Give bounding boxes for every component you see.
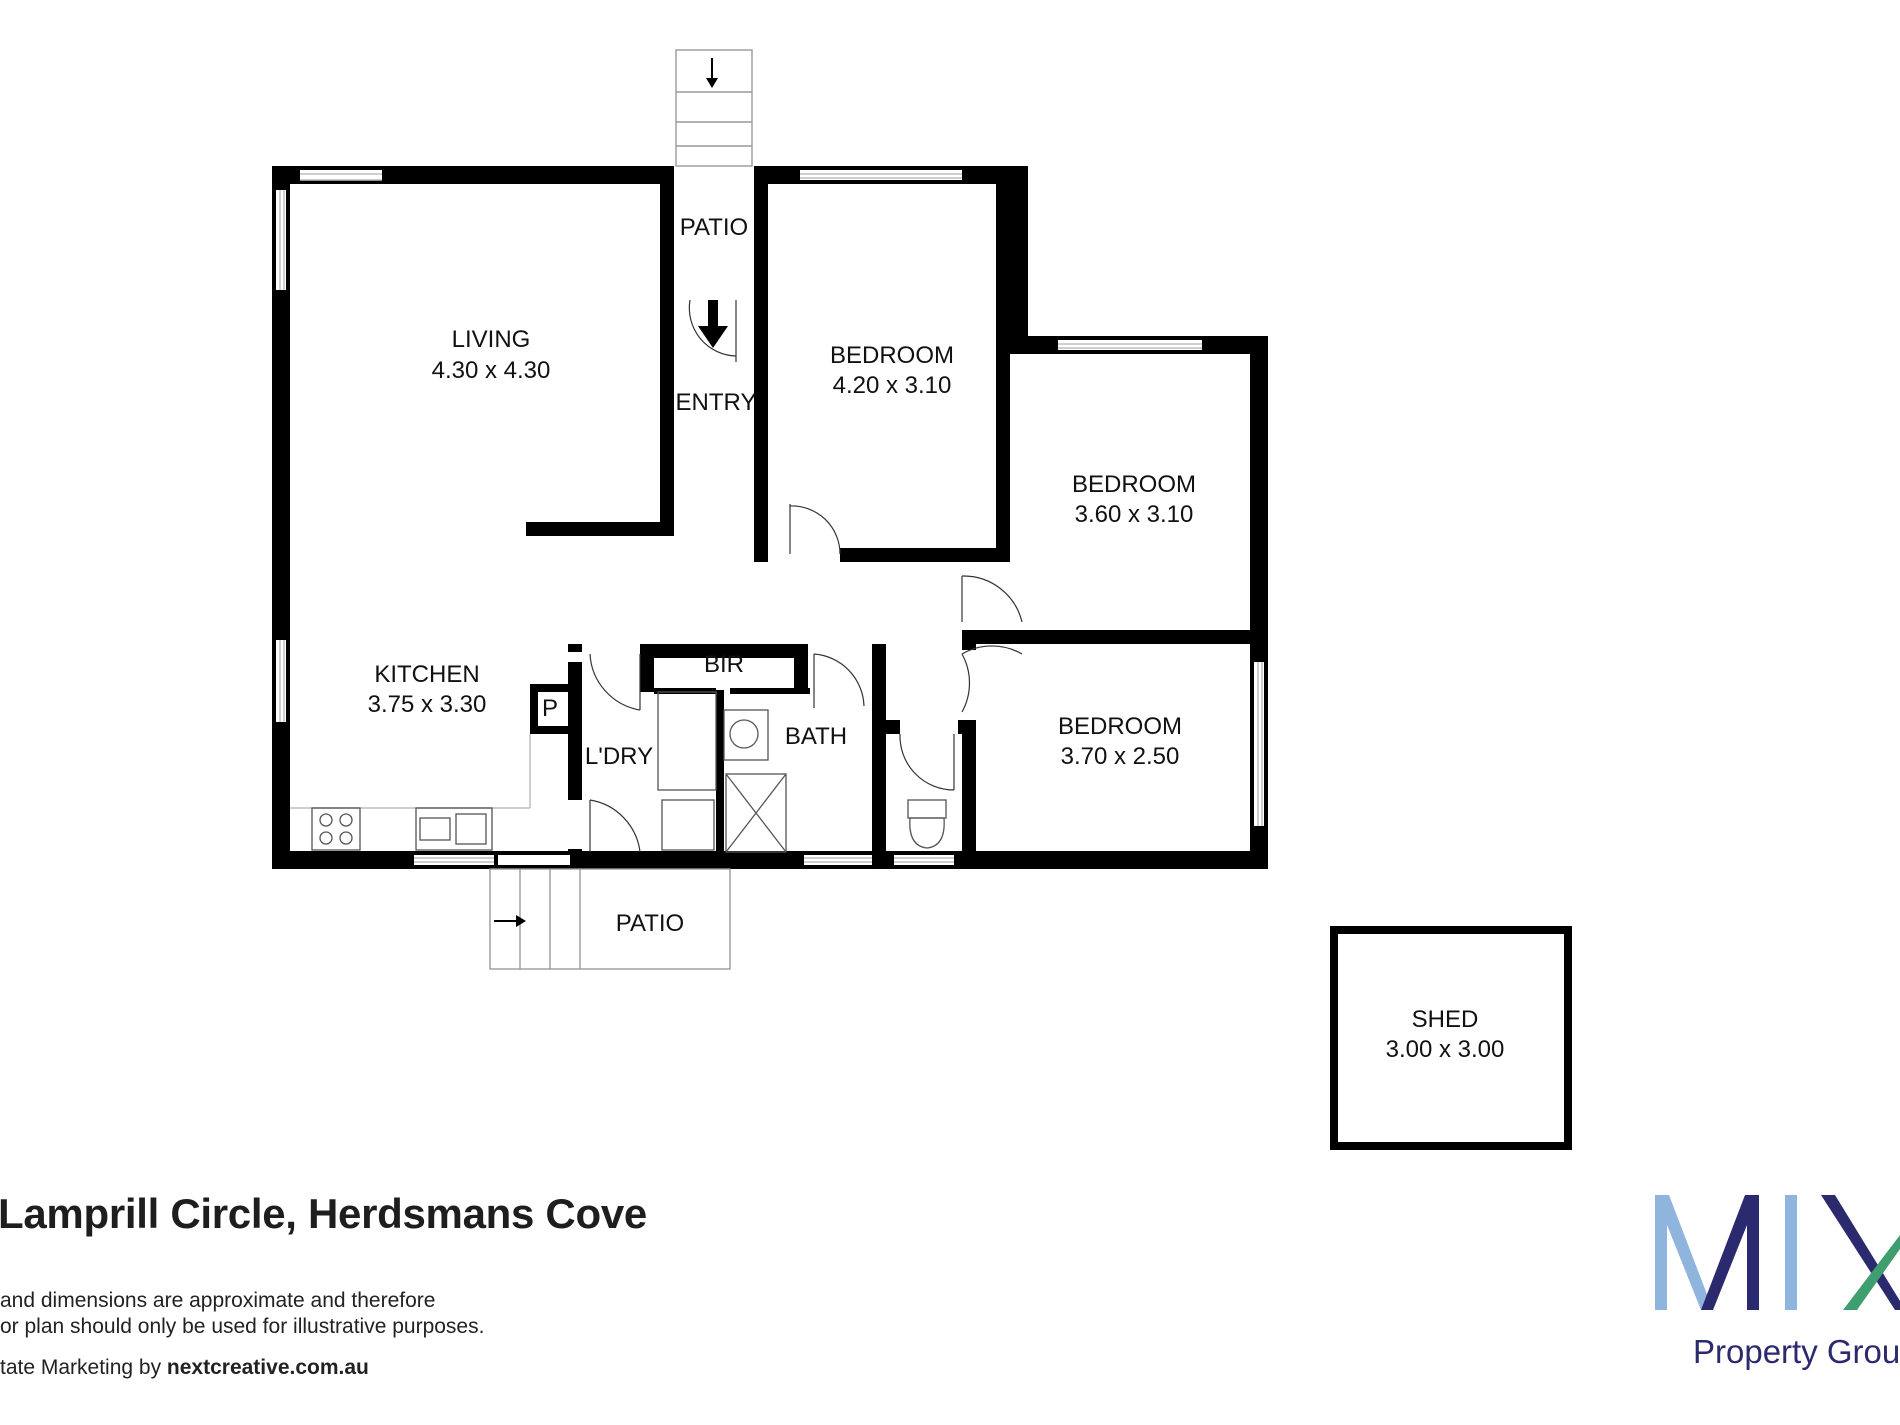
bedroom1-dims: 4.20 x 3.10	[833, 372, 952, 399]
living-dims: 4.30 x 4.30	[432, 357, 551, 384]
entry-arrow-icon	[698, 300, 728, 348]
shed-dims: 3.00 x 3.00	[1386, 1036, 1505, 1063]
door-swings	[589, 299, 1023, 853]
stairs-bottom	[489, 868, 731, 970]
bedroom3-dims: 3.70 x 2.50	[1061, 743, 1180, 770]
bath-label: BATH	[785, 723, 847, 750]
bedroom2-dims: 3.60 x 3.10	[1075, 501, 1194, 528]
patio-top-label: PATIO	[680, 214, 748, 241]
fixtures	[311, 691, 947, 853]
entry-label: ENTRY	[676, 389, 757, 416]
pantry-label: P	[542, 695, 558, 722]
bir-label: BIR	[704, 651, 744, 678]
bedroom1-label: BEDROOM	[830, 342, 954, 369]
credit-site: nextcreative.com.au	[166, 1356, 369, 1379]
walls	[272, 166, 1572, 1150]
bedroom2-label: BEDROOM	[1072, 471, 1196, 498]
patio-bottom-label: PATIO	[616, 910, 684, 937]
stairs-top	[675, 49, 753, 167]
arrow-right-icon	[494, 915, 526, 927]
credit-line: tate Marketing by nextcreative.com.au	[0, 1356, 369, 1380]
bedroom3-label: BEDROOM	[1058, 713, 1182, 740]
disclaimer-line-1: and dimensions are approximate and there…	[0, 1289, 436, 1312]
laundry-label: L'DRY	[585, 743, 653, 770]
credit-prefix: tate Marketing by	[0, 1356, 167, 1379]
openings	[276, 170, 1264, 865]
brand-subtitle: Property Grou	[1693, 1333, 1900, 1370]
arrow-down-icon	[706, 58, 718, 88]
shed-label: SHED	[1412, 1006, 1479, 1033]
living-label: LIVING	[452, 326, 531, 353]
disclaimer-line-2: or plan should only be used for illustra…	[0, 1315, 485, 1338]
brand-logo	[1655, 1195, 1900, 1310]
kitchen-label: KITCHEN	[374, 661, 479, 688]
property-address: Lamprill Circle, Herdsmans Cove	[0, 1190, 647, 1237]
kitchen-dims: 3.75 x 3.30	[368, 691, 487, 718]
